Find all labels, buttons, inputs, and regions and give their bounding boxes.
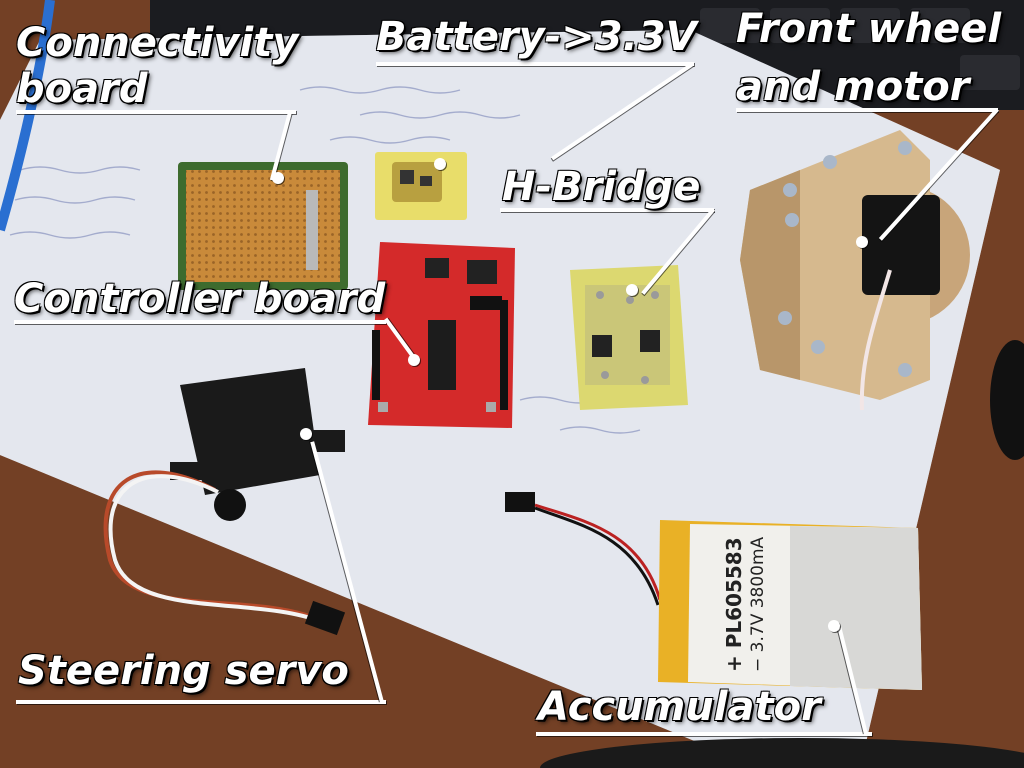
label-front-wheel-line1: Front wheel xyxy=(736,6,1002,52)
label-connectivity-line2: board xyxy=(16,66,148,112)
h-bridge-underline xyxy=(500,208,714,212)
accumulator-image xyxy=(658,520,922,690)
label-h-bridge-text: H-Bridge xyxy=(502,164,701,210)
battery-model: PL605583 xyxy=(722,537,746,649)
label-accumulator: Accumulator xyxy=(538,684,821,730)
battery-plus-sign: + xyxy=(722,655,746,672)
battery-connector-image xyxy=(505,492,662,606)
accumulator-print: + PL605583 − 3.7V 3800mA xyxy=(722,537,770,672)
connectivity-board-image xyxy=(178,162,348,290)
controller-board-image xyxy=(368,242,515,428)
accumulator-underline xyxy=(536,732,872,736)
label-front-wheel-line2: and motor xyxy=(736,64,970,110)
label-front-wheel-motor: Front wheel and motor xyxy=(736,6,1001,110)
label-accumulator-text: Accumulator xyxy=(538,684,821,730)
battery-dot xyxy=(434,158,446,170)
front-wheel-underline xyxy=(736,108,998,112)
controller-dot xyxy=(408,354,420,366)
label-controller-text: Controller board xyxy=(14,276,386,322)
label-controller-board: Controller board xyxy=(14,276,385,322)
servo-underline xyxy=(16,700,386,704)
battery-rating: 3.7V 3800mA xyxy=(748,536,768,653)
battery-minus-sign: − xyxy=(748,657,768,672)
label-connectivity-line1: Connectivity xyxy=(16,20,299,66)
front-wheel-motor-image xyxy=(740,130,970,411)
label-steering-servo: Steering servo xyxy=(18,648,349,694)
accumulator-dot xyxy=(828,620,840,632)
servo-dot xyxy=(300,428,312,440)
label-h-bridge: H-Bridge xyxy=(502,164,700,210)
controller-underline xyxy=(14,320,386,324)
front-wheel-dot xyxy=(856,236,868,248)
label-battery-text: Battery->3.3V xyxy=(376,14,697,60)
label-servo-text: Steering servo xyxy=(18,648,349,694)
h-bridge-board-image xyxy=(570,265,688,410)
connectivity-dot xyxy=(272,172,284,184)
battery-underline xyxy=(376,62,694,66)
steering-servo-image xyxy=(103,368,346,636)
label-connectivity-board: Connectivity board xyxy=(16,20,298,112)
label-battery-converter: Battery->3.3V xyxy=(376,14,697,60)
h-bridge-dot xyxy=(626,284,638,296)
blue-cable xyxy=(0,0,55,232)
connectivity-underline xyxy=(16,110,296,114)
battery-converter-board-image xyxy=(375,152,467,220)
